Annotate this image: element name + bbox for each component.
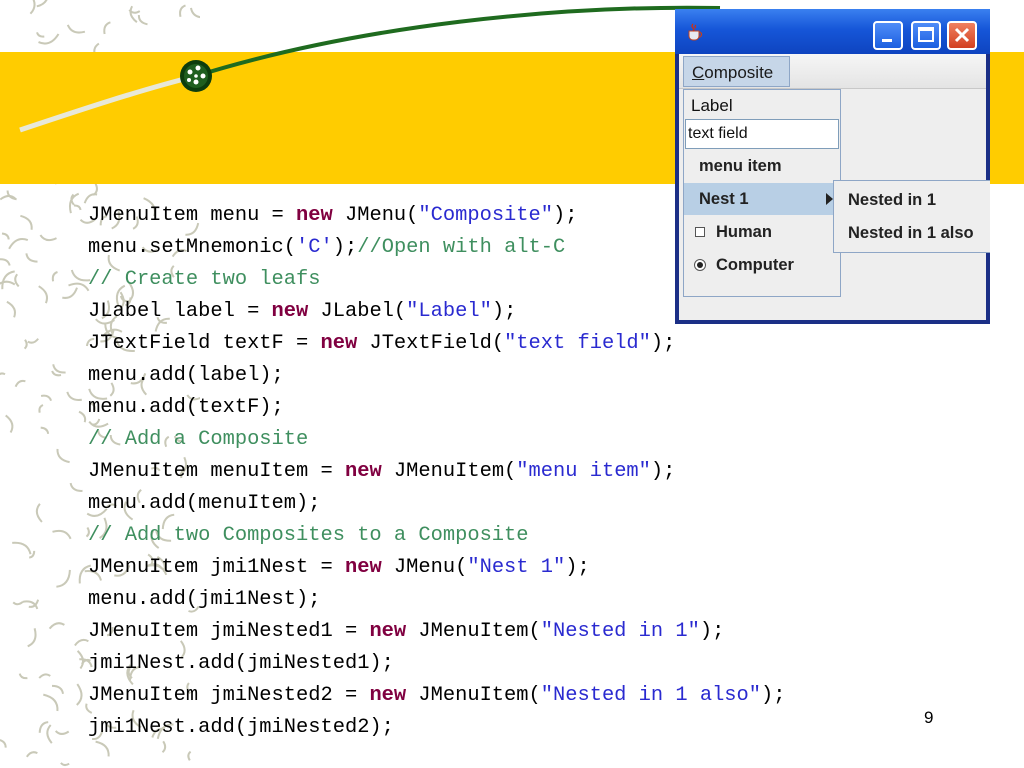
code-text: jmi1Nest.add(jmiNested2);	[88, 716, 394, 739]
code-string: "Nest 1"	[467, 556, 566, 579]
popup-computer-label: Computer	[716, 256, 794, 274]
code-line: JMenuItem jmiNested1 = new JMenuItem("Ne…	[88, 616, 948, 648]
popup-human-label: Human	[716, 223, 772, 241]
composite-popup-menu: Label menu item Nest 1 Human Computer	[683, 89, 841, 297]
code-text: );	[332, 236, 358, 259]
code-text: JMenuItem(	[406, 684, 541, 707]
code-line: // Create two leafs	[88, 264, 948, 296]
code-comment: //Open with alt-C	[357, 236, 566, 259]
maximize-icon	[918, 27, 934, 42]
menu-composite-label: Composite	[692, 63, 774, 82]
code-text: );	[650, 460, 676, 483]
code-string: "text field"	[504, 332, 651, 355]
code-string: "Label"	[406, 300, 492, 323]
code-line: menu.add(menuItem);	[88, 488, 948, 520]
code-string: "Nested in 1 also"	[540, 684, 762, 707]
code-line: JLabel label = new JLabel("Label");	[88, 296, 948, 328]
popup-label: Label	[691, 96, 733, 115]
code-line: menu.add(label);	[88, 360, 948, 392]
code-text: JMenuItem jmi1Nest =	[88, 556, 345, 579]
code-string: "Composite"	[418, 204, 554, 227]
code-text: JMenuItem menu =	[88, 204, 297, 227]
code-listing: JMenuItem menu = new JMenu("Composite");…	[88, 200, 948, 744]
decorative-arc	[19, 5, 721, 133]
code-line: JMenuItem menu = new JMenu("Composite");	[88, 200, 948, 232]
code-text: menu.add(jmi1Nest);	[88, 588, 321, 611]
code-text: JLabel(	[308, 300, 407, 323]
code-keyword: new	[344, 556, 382, 579]
code-keyword: new	[369, 620, 407, 643]
code-text: JLabel label =	[88, 300, 272, 323]
popup-menu-item-label: menu item	[699, 157, 782, 175]
code-string: 'C'	[296, 236, 333, 259]
globe-icon	[180, 60, 212, 92]
code-text: JMenuItem(	[406, 620, 541, 643]
submenu-nested-in-1[interactable]: Nested in 1	[848, 191, 937, 209]
code-text: menu.setMnemonic(	[88, 236, 297, 259]
submenu-nested-in-1-also[interactable]: Nested in 1 also	[848, 224, 974, 242]
code-keyword: new	[296, 204, 333, 227]
submenu-arrow-icon	[826, 193, 833, 205]
popup-text-field[interactable]	[685, 119, 839, 149]
code-text: );	[650, 332, 676, 355]
menu-bar: Composite	[679, 54, 986, 89]
code-comment: // Create two leafs	[88, 268, 321, 291]
code-text: menu.add(label);	[88, 364, 284, 387]
code-text: );	[565, 556, 590, 579]
maximize-button[interactable]	[911, 21, 941, 50]
code-text: );	[699, 620, 725, 643]
code-line: JMenuItem jmiNested2 = new JMenuItem("Ne…	[88, 680, 948, 712]
code-string: "menu item"	[516, 460, 651, 483]
code-line: jmi1Nest.add(jmiNested2);	[88, 712, 948, 744]
code-text: JMenuItem jmiNested1 =	[88, 620, 370, 643]
java-cup-icon	[688, 23, 703, 41]
code-string: "Nested in 1"	[540, 620, 700, 643]
minimize-button[interactable]	[873, 21, 903, 50]
minimize-icon	[882, 39, 892, 42]
code-comment: // Add two Composites to a Composite	[88, 524, 529, 547]
code-text: JTextField textF =	[88, 332, 321, 355]
popup-menu-item[interactable]: menu item	[684, 150, 840, 182]
code-line: // Add a Composite	[88, 424, 948, 456]
code-line: menu.add(jmi1Nest);	[88, 584, 948, 616]
code-comment: // Add a Composite	[88, 428, 309, 451]
popup-nest-1-label: Nest 1	[699, 190, 749, 208]
code-text: JTextField(	[357, 332, 505, 355]
popup-human-checkbox[interactable]: Human	[684, 216, 840, 248]
code-line: JMenuItem menuItem = new JMenuItem("menu…	[88, 456, 948, 488]
code-text: JMenu(	[332, 204, 419, 227]
checkbox-icon	[695, 227, 705, 237]
code-line: JMenuItem jmi1Nest = new JMenu("Nest 1")…	[88, 552, 948, 584]
close-icon	[954, 27, 970, 43]
code-line: JTextField textF = new JTextField("text …	[88, 328, 948, 360]
radio-selected-icon	[694, 259, 706, 271]
code-text: menu.add(menuItem);	[88, 492, 321, 515]
code-text: jmi1Nest.add(jmiNested1);	[88, 652, 394, 675]
popup-computer-radio[interactable]: Computer	[684, 249, 840, 281]
code-text: JMenuItem(	[381, 460, 517, 483]
code-keyword: new	[369, 684, 407, 707]
code-line: jmi1Nest.add(jmiNested1);	[88, 648, 948, 680]
close-button[interactable]	[947, 21, 977, 50]
code-text: JMenuItem menuItem =	[88, 460, 345, 483]
code-text: );	[553, 204, 578, 227]
popup-nest-1[interactable]: Nest 1	[684, 183, 840, 215]
code-text: JMenu(	[381, 556, 468, 579]
code-line: menu.add(textF);	[88, 392, 948, 424]
code-text: );	[491, 300, 517, 323]
swing-window: Composite Label menu item Nest 1 Human C…	[675, 9, 990, 324]
code-line: menu.setMnemonic('C');//Open with alt-C	[88, 232, 948, 264]
page-number: 9	[924, 708, 934, 727]
code-line: // Add two Composites to a Composite	[88, 520, 948, 552]
code-text: );	[761, 684, 786, 707]
code-keyword: new	[344, 460, 382, 483]
title-bar[interactable]	[675, 9, 990, 54]
code-text: menu.add(textF);	[88, 396, 284, 419]
code-keyword: new	[320, 332, 358, 355]
menu-composite[interactable]: Composite	[683, 56, 790, 87]
nest-1-submenu: Nested in 1 Nested in 1 also	[833, 180, 990, 253]
code-text: JMenuItem jmiNested2 =	[88, 684, 370, 707]
code-keyword: new	[271, 300, 309, 323]
